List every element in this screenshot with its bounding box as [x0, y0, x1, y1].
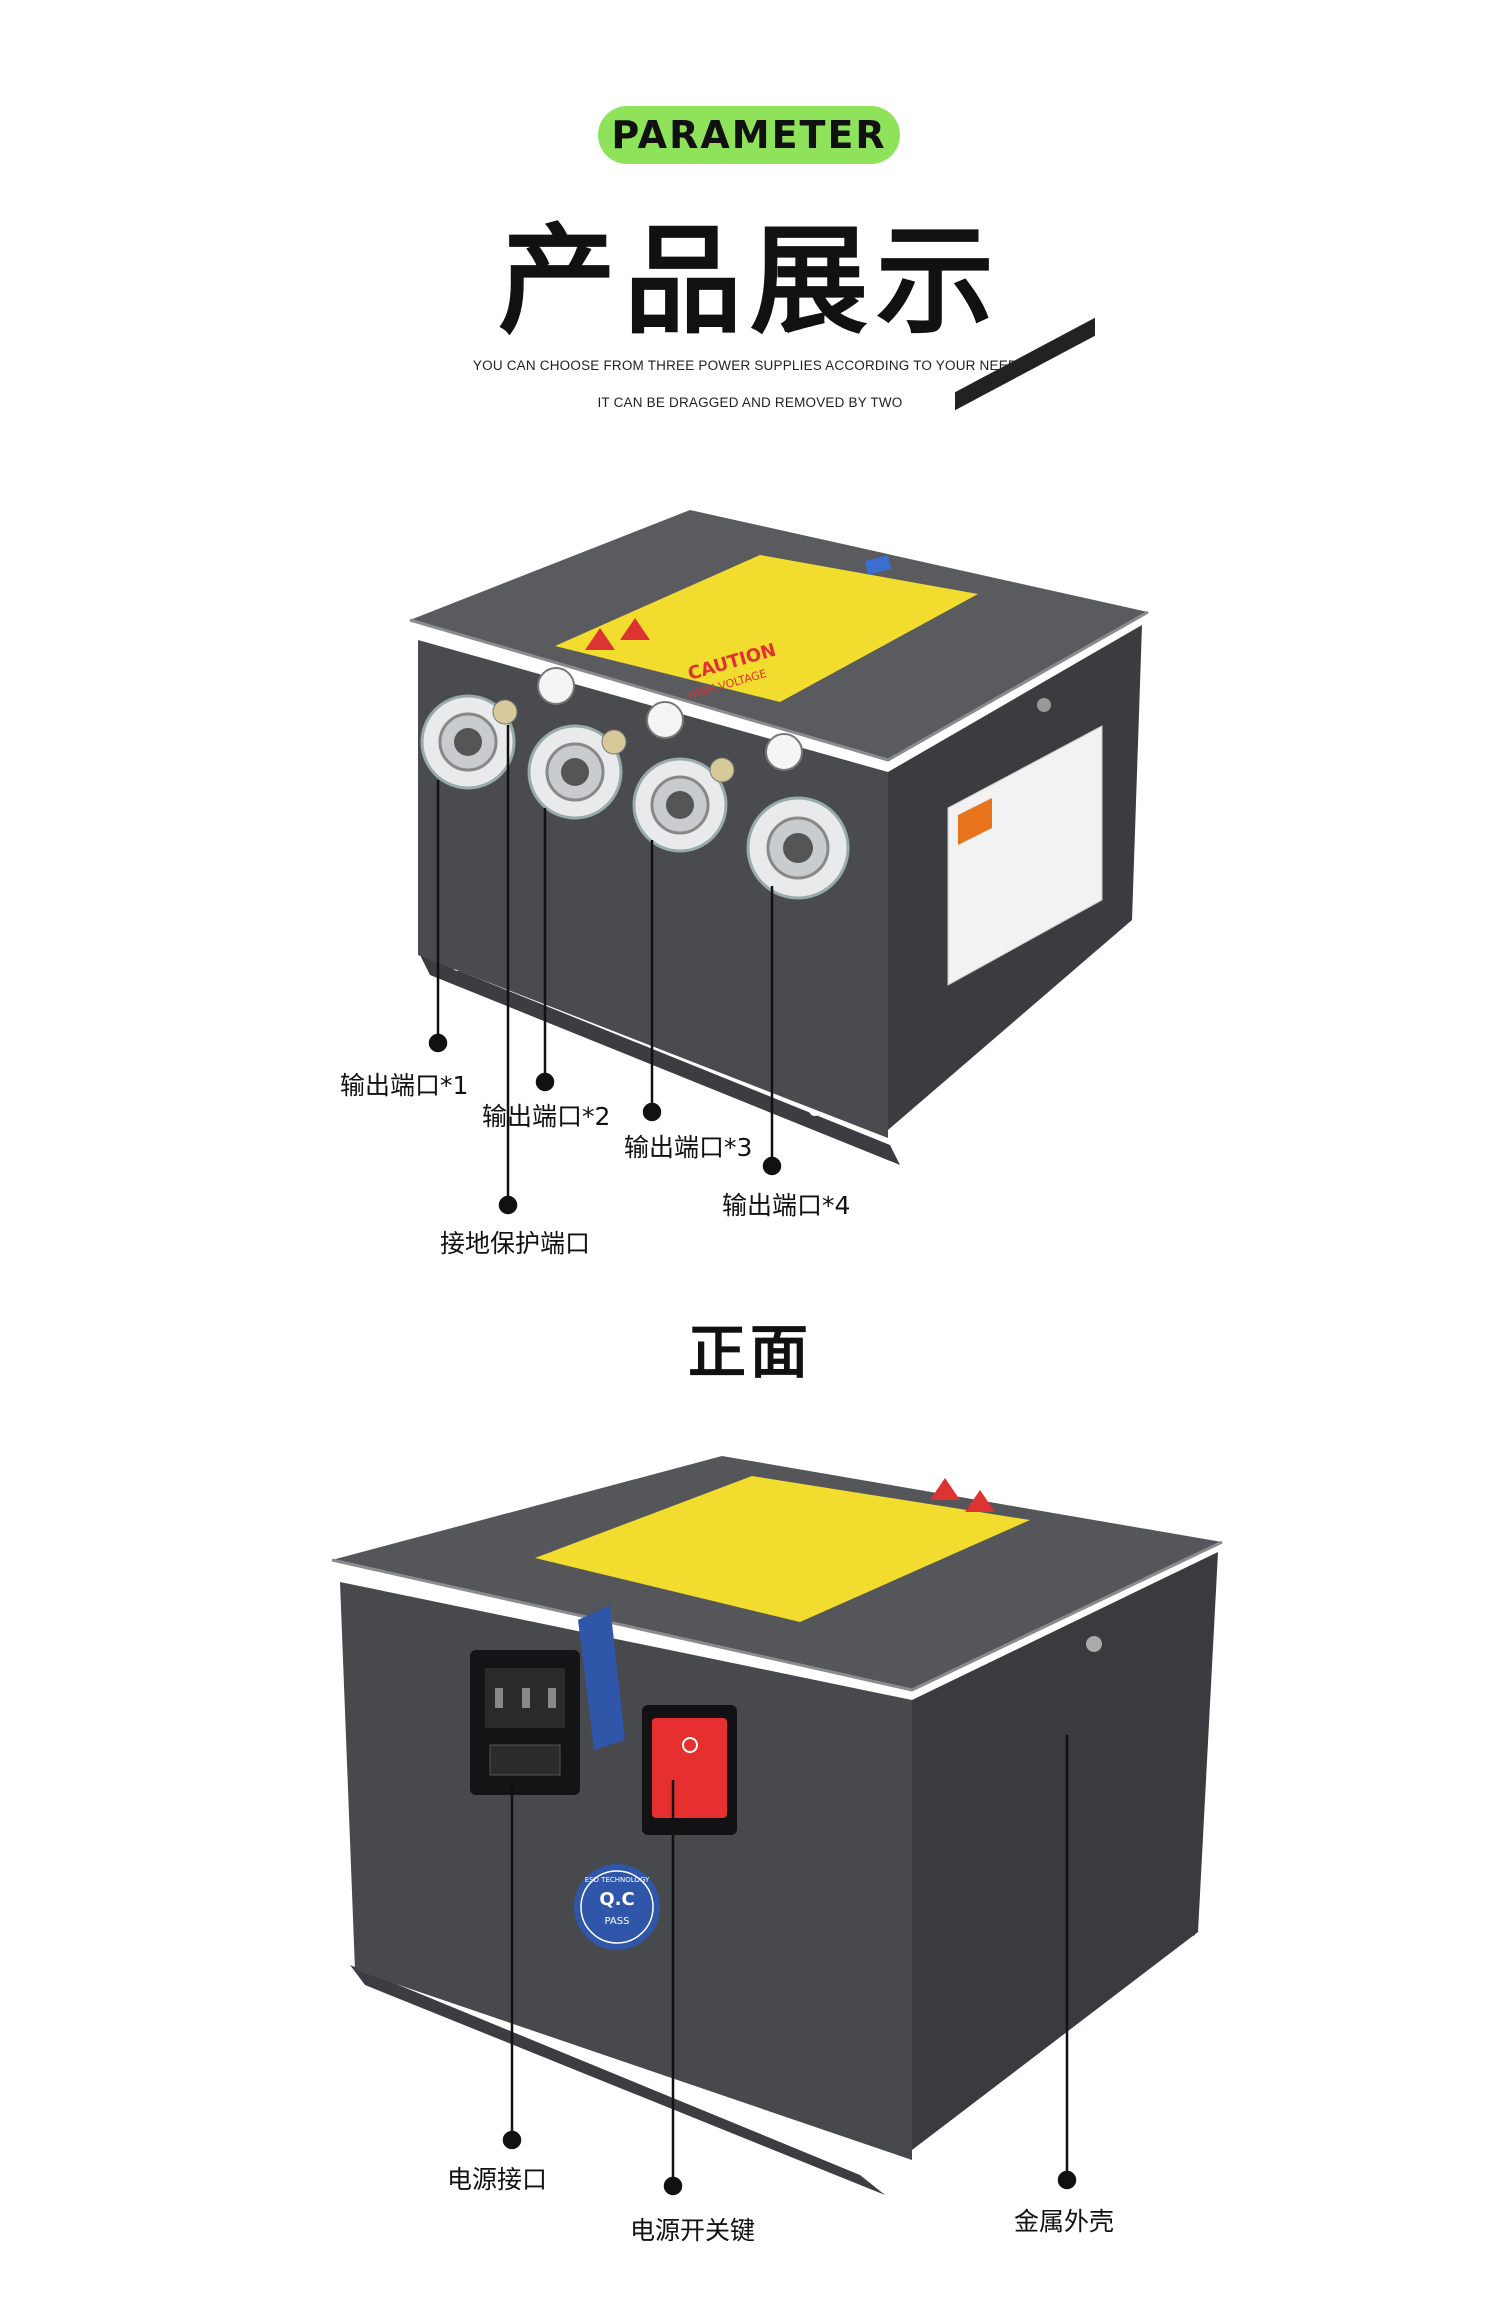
output-port-4: [746, 796, 850, 900]
output-port-2: [527, 724, 623, 820]
svg-text:PASS: PASS: [605, 1916, 630, 1927]
label-output-port-4: 输出端口*4: [722, 1191, 851, 1220]
output-port-3: [632, 757, 728, 853]
qc-pass-stamp: Q.C PASS ESD TECHNOLOGY: [574, 1864, 660, 1950]
front-section-title: 正面: [687, 1318, 812, 1386]
svg-text:Q.C: Q.C: [599, 1889, 634, 1910]
label-ground-port: 接地保护端口: [440, 1229, 591, 1258]
warranty-seal: [578, 1605, 625, 1750]
subtitle-line-1: YOU CAN CHOOSE FROM THREE POWER SUPPLIES…: [472, 358, 1028, 373]
power-switch: [642, 1705, 737, 1835]
leader-lines-front: [502, 1735, 1077, 2196]
output-port-1: [420, 694, 516, 790]
label-power-switch: 电源开关键: [630, 2216, 756, 2245]
subtitle-line-2: IT CAN BE DRAGGED AND REMOVED BY TWO: [597, 395, 903, 410]
power-socket: [470, 1650, 580, 1795]
label-output-port-3: 输出端口*3: [624, 1133, 753, 1162]
label-power-socket: 电源接口: [447, 2165, 548, 2194]
leader-lines-top: [428, 725, 782, 1215]
svg-text:ESD TECHNOLOGY: ESD TECHNOLOGY: [585, 1876, 650, 1884]
label-metal-case: 金属外壳: [1014, 2207, 1115, 2236]
page-title: 产品展示: [497, 212, 1002, 350]
parameter-badge: PARAMETER: [598, 106, 900, 164]
ground-terminal-icons: [492, 667, 803, 783]
label-output-port-1: 输出端口*1: [340, 1071, 469, 1100]
label-output-port-2: 输出端口*2: [482, 1102, 611, 1131]
